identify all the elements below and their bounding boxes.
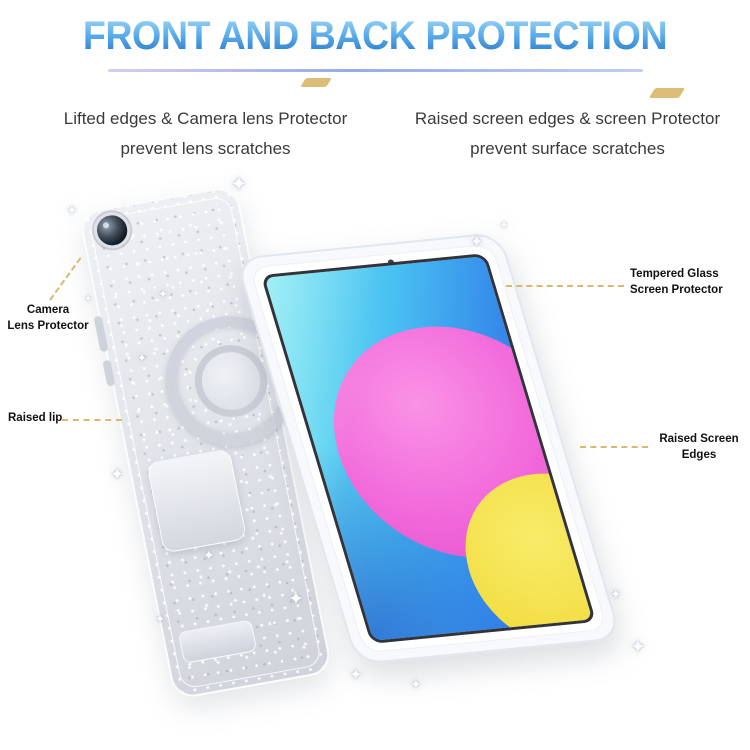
sparkle-icon (499, 219, 509, 231)
kickstand-flap (146, 448, 248, 554)
feature-text-right: Raised screen edges & screen Protector p… (405, 104, 730, 164)
callout-raised-edges-line1: Raised Screen (659, 433, 739, 445)
page-title: FRONT AND BACK PROTECTION (23, 14, 728, 59)
callout-raised-lip: Raised lip (8, 411, 78, 427)
sparkle-icon (610, 587, 622, 601)
feature-right-line1: Raised screen edges & screen Protector (414, 109, 721, 128)
callout-raised-lip-label: Raised lip (8, 412, 63, 424)
callout-tempered-line1: Tempered Glass (630, 268, 719, 280)
sparkle-icon (84, 295, 92, 305)
accent-slash-left (300, 78, 332, 87)
callout-camera-line1: Camera (26, 304, 70, 316)
leader-line-tempered-glass (506, 285, 624, 287)
feature-right-line2: prevent surface scratches (470, 138, 665, 158)
callout-tempered-glass: Tempered Glass Screen Protector (630, 267, 742, 298)
callout-tempered-line2: Screen Protector (630, 283, 723, 296)
callout-raised-edges-line2: Edges (681, 448, 717, 461)
title-underline (108, 69, 643, 72)
callout-raised-screen-edges: Raised Screen Edges (653, 432, 745, 463)
sparkle-icon (349, 668, 362, 684)
callout-camera-lens-protector: Camera Lens Protector (6, 303, 90, 334)
leader-line-camera (49, 257, 82, 301)
sparkle-icon (288, 590, 304, 609)
accent-slash-right (648, 88, 686, 98)
sparkle-icon (630, 638, 646, 657)
leader-line-raised-screen-edges (580, 446, 648, 448)
sparkle-icon (66, 203, 78, 217)
feature-left-line2: prevent lens scratches (120, 138, 291, 158)
sparkle-icon (203, 548, 215, 562)
leader-line-raised-lip (62, 419, 122, 421)
volume-button-top (93, 315, 109, 353)
sparkle-icon (155, 613, 165, 625)
sparkle-icon (230, 174, 248, 195)
feature-text-left: Lifted edges & Camera lens Protector pre… (38, 104, 373, 164)
sparkle-icon (137, 352, 147, 364)
feature-left-line1: Lifted edges & Camera lens Protector (63, 109, 348, 128)
sparkle-icon (158, 288, 168, 300)
sparkle-icon (410, 677, 422, 691)
callout-camera-line2: Lens Protector (7, 319, 89, 332)
volume-button-bottom (102, 359, 116, 387)
sparkle-icon (470, 235, 483, 251)
sparkle-icon (110, 466, 124, 483)
